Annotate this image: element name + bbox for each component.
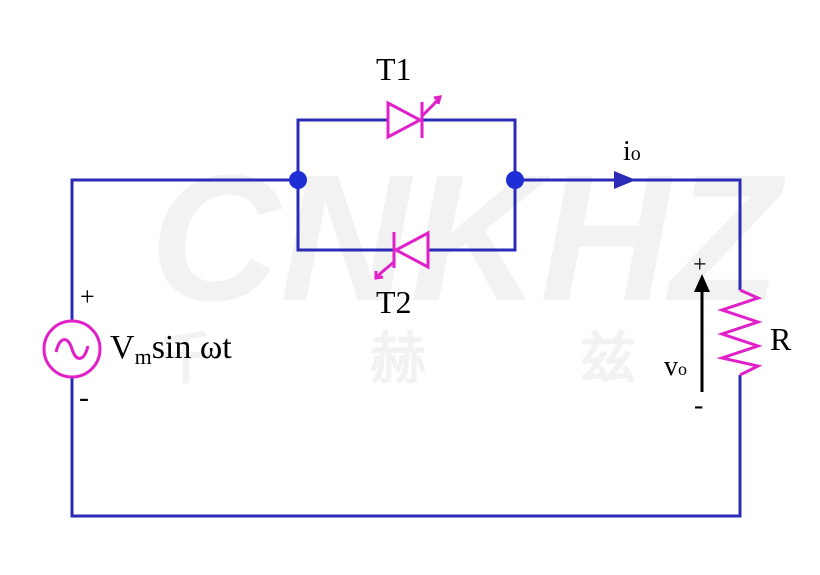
load-minus: - [694, 390, 703, 421]
watermark-char-1: 千 [158, 327, 214, 392]
load-label: R [770, 321, 792, 357]
ac-source: + - Vmsin ωt [42, 282, 232, 414]
load-plus: + [693, 252, 707, 278]
current-indicator: io [614, 136, 641, 189]
watermark: CNKHZ 千 赫 兹 [150, 138, 786, 392]
svg-text:io: io [623, 136, 641, 167]
wire-to-load [515, 178, 742, 290]
current-label: i [623, 136, 631, 167]
thyristor-t2: T2 [374, 230, 430, 320]
source-label-v: V [110, 329, 135, 366]
source-label-sub: m [135, 344, 152, 369]
junction-node-right [506, 171, 524, 189]
current-subscript: o [631, 143, 641, 165]
thyristor-icon [386, 95, 443, 140]
svg-text:Vmsin ωt: Vmsin ωt [110, 329, 232, 369]
watermark-brand: CNKHZ [150, 138, 786, 339]
wire-source-top [70, 178, 298, 320]
t1-label: T1 [376, 51, 412, 87]
junction-node-left [289, 171, 307, 189]
resistor-icon [716, 288, 763, 377]
voltage-arrow-icon [694, 274, 710, 292]
source-plus: + [80, 282, 95, 311]
watermark-char-3: 兹 [580, 327, 636, 392]
voltage-label: v [664, 351, 678, 382]
voltage-subscript: o [678, 359, 687, 379]
svg-text:vo: vo [664, 351, 687, 382]
watermark-char-2: 赫 [370, 327, 426, 392]
source-minus: - [79, 381, 89, 414]
t2-label: T2 [376, 284, 412, 320]
source-label-rest: sin ωt [152, 329, 233, 366]
wire-source-bottom [70, 375, 742, 518]
current-arrow-icon [614, 171, 636, 189]
thyristor-t1: T1 [376, 51, 443, 140]
load-resistor: R [716, 288, 792, 377]
ac-source-icon [42, 319, 102, 379]
thyristor-icon [374, 230, 430, 280]
output-voltage-indicator: + - vo [664, 252, 710, 421]
